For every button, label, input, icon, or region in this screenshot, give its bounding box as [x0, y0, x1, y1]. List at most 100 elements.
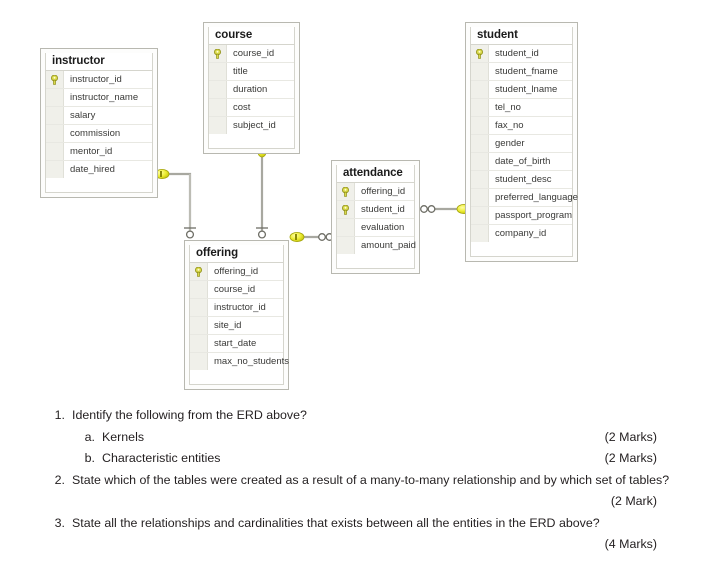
- attribute-name: commission: [70, 128, 121, 139]
- attribute-name: course_id: [233, 48, 275, 59]
- attribute-name: date_hired: [70, 164, 115, 175]
- attribute-name: course_id: [214, 284, 256, 295]
- attribute-row: date_of_birth: [471, 153, 572, 171]
- attribute-row: preferred_language: [471, 189, 578, 207]
- question-item: a.Kernels(2 Marks): [0, 427, 701, 449]
- attribute-name: gender: [495, 138, 525, 149]
- attribute-name: student_fname: [495, 66, 558, 77]
- attribute-row: site_id: [190, 317, 283, 335]
- attribute-name: date_of_birth: [495, 156, 551, 167]
- entity-title-attendance: attendance: [343, 167, 403, 179]
- entity-title-course: course: [215, 29, 253, 41]
- attribute-row: mentor_id: [46, 143, 152, 161]
- question-text: State which of the tables were created a…: [72, 472, 670, 487]
- attribute-row: student_id: [471, 45, 572, 63]
- attribute-name: student_lname: [495, 84, 558, 95]
- entity-spacer: [190, 370, 283, 384]
- attribute-gutter: [471, 189, 489, 206]
- relationship-course-offering: [256, 142, 268, 239]
- attribute-gutter: [471, 63, 489, 80]
- attribute-name: title: [233, 66, 248, 77]
- entity-table-attendance: attendance offering_id student_id evaluatio…: [331, 160, 420, 274]
- question-item: b. Characteristic entities (2 Marks): [0, 448, 701, 470]
- attribute-row: title: [209, 63, 294, 81]
- question-marks: (2 Marks): [604, 429, 657, 444]
- key-gutter: [46, 71, 64, 88]
- attribute-row: amount_paid: [337, 237, 416, 254]
- attribute-row: student_lname: [471, 81, 572, 99]
- attribute-gutter: [471, 207, 489, 224]
- attribute-name: company_id: [495, 228, 547, 239]
- attribute-row: company_id: [471, 225, 572, 242]
- key-gutter: [190, 263, 208, 280]
- attribute-name: instructor_id: [70, 74, 122, 85]
- attribute-row: cost: [209, 99, 294, 117]
- attribute-row: max_no_students: [190, 353, 289, 370]
- attribute-row: student_fname: [471, 63, 572, 81]
- primary-key-icon: [51, 74, 58, 85]
- attribute-name: student_desc: [495, 174, 552, 185]
- attribute-gutter: [471, 171, 489, 188]
- attribute-gutter: [190, 335, 208, 352]
- question-number: 1.: [54, 408, 65, 422]
- attribute-row: student_id: [337, 201, 414, 219]
- attribute-name: offering_id: [361, 186, 406, 197]
- primary-key-icon: [214, 48, 221, 59]
- entity-spacer: [209, 134, 294, 148]
- attribute-name: duration: [233, 84, 268, 95]
- relationship-offering-attendance: [289, 231, 334, 242]
- attribute-name: evaluation: [361, 222, 405, 233]
- question-number: a.: [84, 429, 95, 444]
- attribute-row: fax_no: [471, 117, 572, 135]
- question-number: b.: [84, 451, 95, 465]
- question-marks: (2 Marks): [604, 451, 657, 465]
- attribute-row: date_hired: [46, 161, 152, 178]
- attribute-gutter: [209, 81, 227, 98]
- attribute-name: fax_no: [495, 120, 524, 131]
- attribute-row: salary: [46, 107, 152, 125]
- question-item: 1. Identify the following from the ERD ab…: [0, 405, 701, 427]
- attribute-gutter: [190, 317, 208, 334]
- attribute-name: cost: [233, 102, 251, 113]
- entity-spacer: [46, 178, 152, 192]
- attribute-gutter: [46, 143, 64, 160]
- attribute-row: passport_program: [471, 207, 572, 225]
- question-number: 3.: [54, 515, 65, 530]
- attribute-name: offering_id: [214, 266, 259, 277]
- attribute-name: site_id: [214, 320, 242, 331]
- attribute-row: course_id: [190, 281, 283, 299]
- attribute-gutter: [471, 117, 489, 134]
- attribute-gutter: [190, 299, 208, 316]
- attribute-gutter: [209, 99, 227, 116]
- attribute-gutter: [471, 81, 489, 98]
- attribute-gutter: [471, 99, 489, 116]
- key-gutter: [209, 45, 227, 62]
- attribute-gutter: [46, 125, 64, 142]
- attribute-name: student_id: [495, 48, 539, 59]
- primary-key-icon: [342, 204, 349, 215]
- attribute-row: instructor_id: [46, 71, 152, 89]
- attribute-gutter: [471, 153, 489, 170]
- question-text: Characteristic entities: [102, 451, 221, 465]
- attribute-row: instructor_name: [46, 89, 152, 107]
- attribute-gutter: [190, 281, 208, 298]
- relationship-instructor-offering: [154, 168, 196, 239]
- attribute-row: commission: [46, 125, 152, 143]
- attribute-gutter: [46, 89, 64, 106]
- attribute-name: student_id: [361, 204, 405, 215]
- attribute-name: instructor_name: [70, 92, 139, 103]
- attribute-name: passport_program: [495, 210, 573, 221]
- attribute-name: max_no_students: [214, 356, 289, 367]
- relationship-student-attendance: [420, 203, 472, 214]
- question-text: Identify the following from the ERD abov…: [72, 408, 307, 422]
- entity-title-instructor: instructor: [52, 55, 105, 67]
- attribute-gutter: [337, 237, 355, 254]
- primary-key-icon: [476, 48, 483, 59]
- attribute-row: tel_no: [471, 99, 572, 117]
- attribute-gutter: [337, 219, 355, 236]
